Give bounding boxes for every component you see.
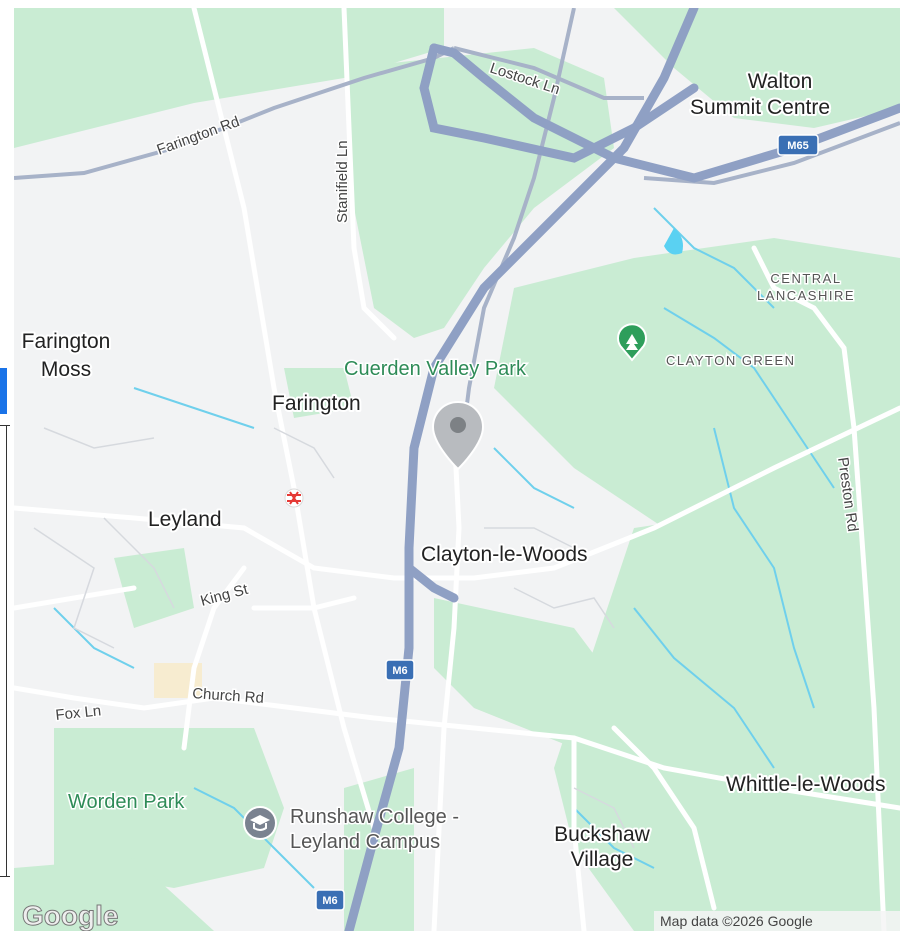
motorway-shield-m6: M6 (385, 659, 415, 681)
poi-label-runshaw-2[interactable]: Leyland Campus (289, 830, 442, 855)
college-icon[interactable] (243, 806, 277, 840)
railway-station-icon[interactable] (284, 488, 304, 508)
lake (664, 228, 683, 255)
side-panel-accent (0, 368, 7, 414)
side-panel-border-top (0, 425, 10, 426)
place-label-leyland: Leyland (148, 508, 222, 531)
place-label-clayton-le-woods: Clayton-le-Woods (421, 543, 588, 566)
place-label-walton-summit-1: Walton (748, 70, 813, 93)
park-tree-icon[interactable] (617, 323, 647, 362)
side-panel-border-bottom (0, 876, 10, 877)
google-logo[interactable]: Google (22, 900, 119, 931)
road-label-stanifield-ln: Stanifield Ln (334, 140, 351, 223)
place-label-whittle: Whittle-le-Woods (726, 773, 886, 796)
motorway-shield-m6-bottom: M6 (315, 889, 345, 911)
side-panel-border (6, 426, 7, 876)
attribution-bg (654, 911, 900, 931)
place-label-farington: Farington (272, 392, 361, 415)
shield-label-m6-bottom: M6 (322, 895, 337, 907)
residential-streets (33, 427, 635, 849)
district-label-central-1: CENTRAL (770, 271, 841, 286)
shield-label-m6: M6 (392, 665, 407, 677)
park-label-worden[interactable]: Worden Park (67, 790, 187, 815)
map-canvas[interactable]: Lostock Ln Farington Rd Stanifield Ln Pr… (14, 8, 900, 931)
place-label-buckshaw-2: Village (571, 848, 634, 871)
place-label-farington-moss-2: Moss (41, 358, 91, 381)
place-label-farington-moss-1: Farington (22, 330, 111, 353)
shield-label-m65: M65 (787, 140, 808, 152)
map-pin-icon[interactable] (431, 400, 485, 471)
minor-roads (14, 8, 900, 931)
district-label-clayton-green: CLAYTON GREEN (666, 353, 796, 368)
park-label-cuerden-valley[interactable]: Cuerden Valley Park (343, 357, 529, 382)
motorway-shield-m65: M65 (777, 134, 819, 156)
place-label-walton-summit-2: Summit Centre (690, 96, 830, 119)
poi-label-runshaw-1[interactable]: Runshaw College - (289, 805, 461, 830)
place-label-buckshaw-1: Buckshaw (554, 823, 651, 846)
map-attribution[interactable]: Map data ©2026 Google (660, 913, 813, 929)
district-label-central-2: LANCASHIRE (757, 288, 855, 303)
